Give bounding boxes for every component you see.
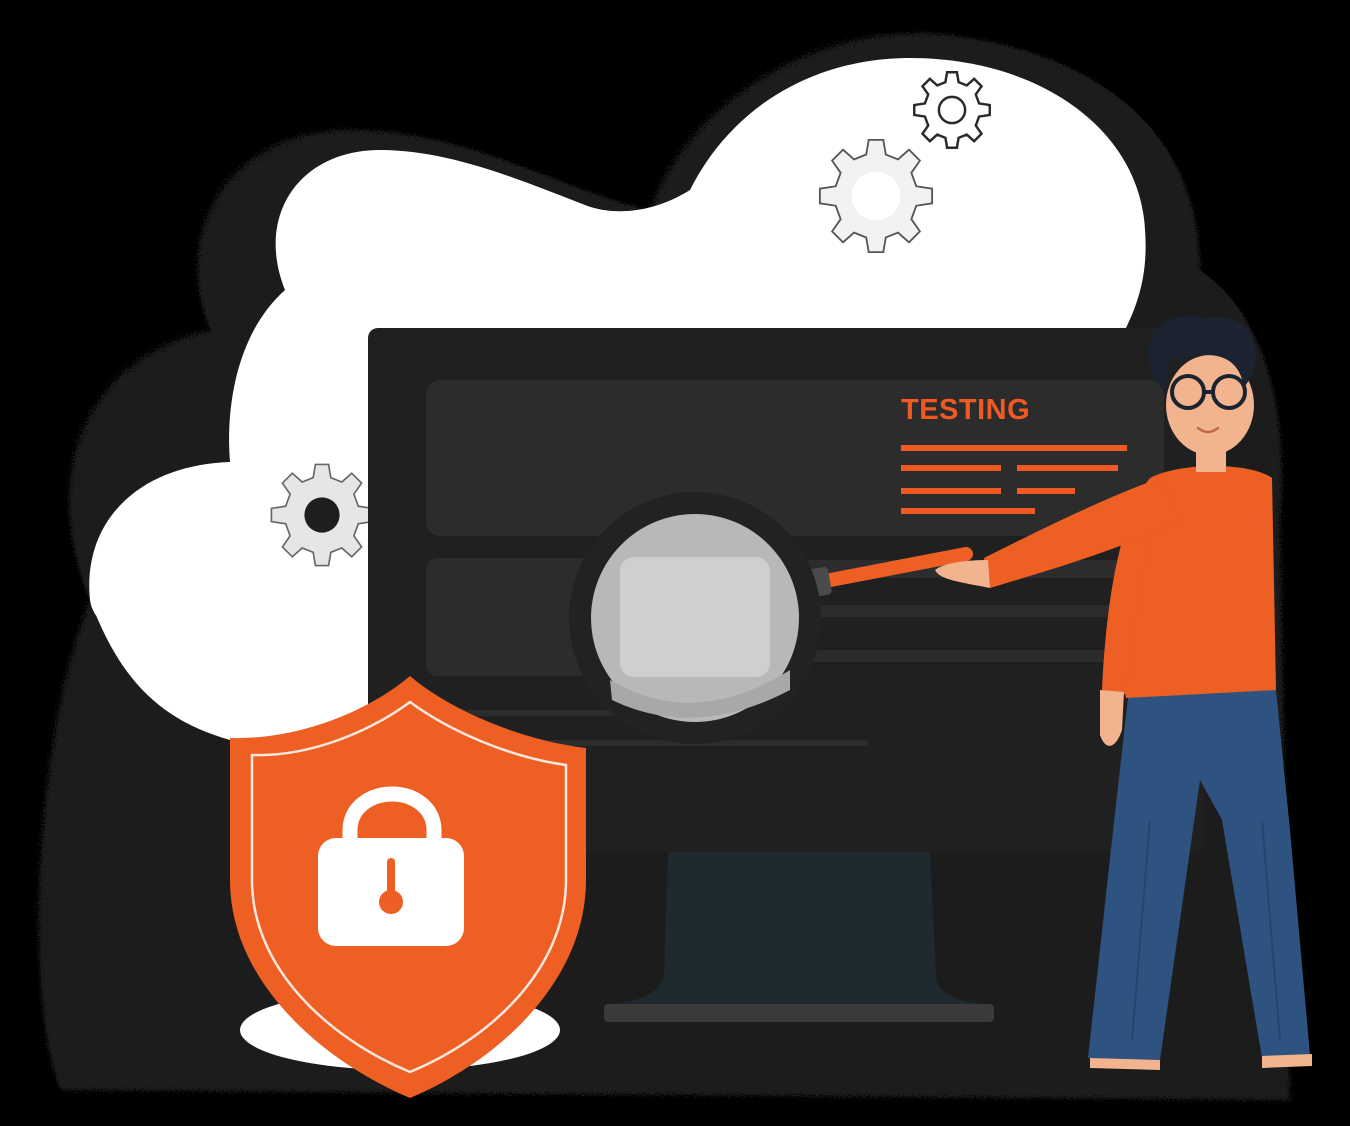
person-hair	[1148, 316, 1256, 392]
shield-icon	[230, 676, 586, 1098]
monitor-stand	[612, 852, 985, 1004]
screen-panel-top	[426, 380, 1164, 536]
screen-heading: TESTING	[901, 394, 1031, 426]
magnifying-glass-icon	[569, 492, 973, 744]
gear-icon	[913, 71, 991, 149]
gear-icon	[270, 463, 374, 567]
lock-icon	[318, 786, 464, 946]
person-figure	[935, 316, 1312, 1070]
monitor-base	[604, 1004, 994, 1022]
person-pants	[1088, 680, 1310, 1060]
person-face	[1166, 355, 1254, 455]
screen-text-lines	[901, 445, 1127, 514]
gear-icon	[818, 138, 934, 254]
glasses-icon	[1170, 374, 1247, 410]
